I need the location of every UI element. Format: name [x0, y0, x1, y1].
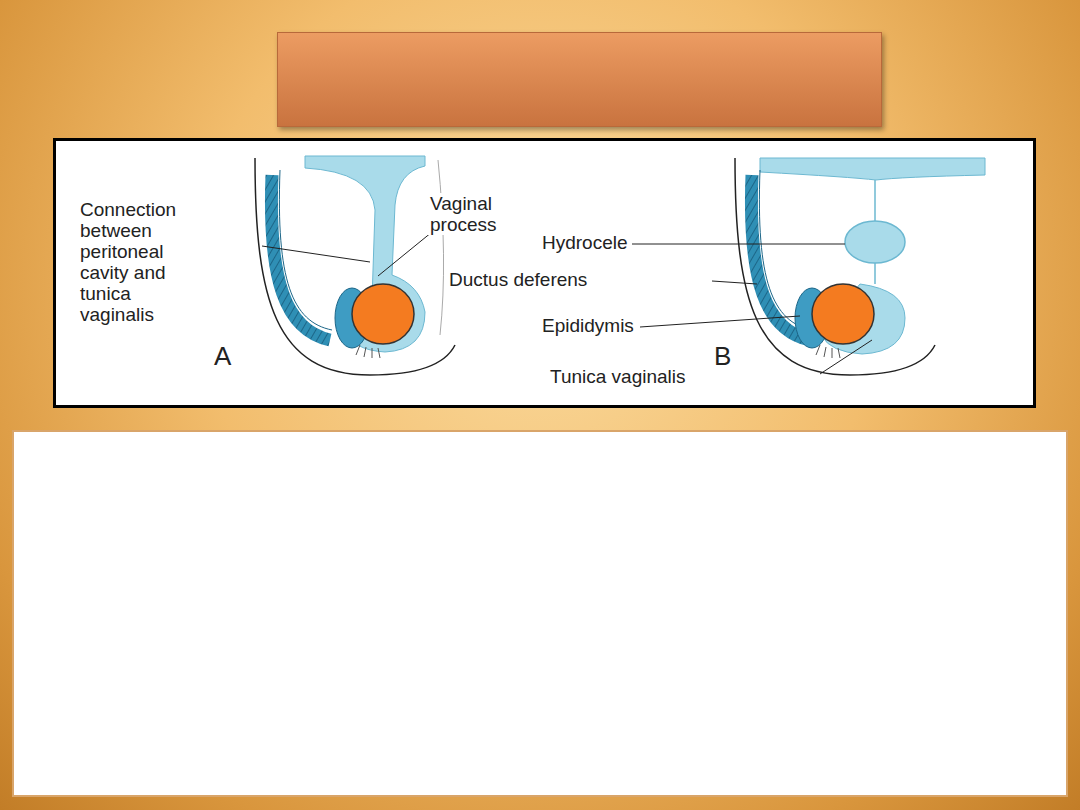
- part-label: Epididymis: [540, 315, 636, 336]
- diagram-a: [255, 156, 455, 375]
- part-label: Tunica vaginalis: [548, 366, 688, 387]
- panel-letter: A: [212, 342, 233, 370]
- part-label: Hydrocele: [540, 232, 630, 253]
- part-label: Ductus deferens: [447, 269, 589, 290]
- panel-letter: B: [712, 342, 733, 370]
- part-label: Connection between peritoneal cavity and…: [78, 199, 190, 325]
- part-label: Vaginal process: [428, 193, 542, 235]
- text-box: [12, 430, 1068, 797]
- diagram-b: [632, 158, 985, 375]
- title-bar: [277, 32, 882, 127]
